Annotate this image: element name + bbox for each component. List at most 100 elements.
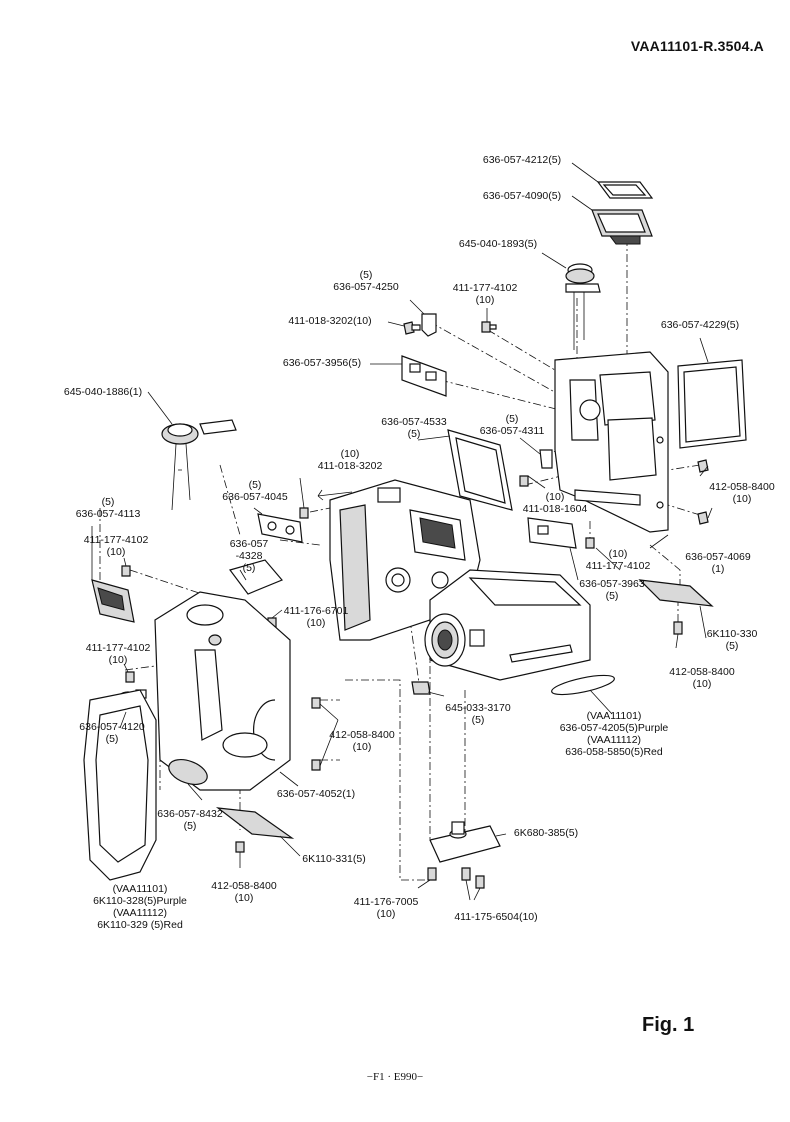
figure-label: Fig. 1 — [642, 1014, 695, 1036]
callout-411-177-4102-right: (10)411-177-4102 — [586, 548, 651, 572]
callout-6K110-330-line: (5) — [726, 640, 739, 652]
cover-636-057-4113 — [91, 579, 135, 623]
page-footer: −F1 · E990− — [366, 1071, 424, 1083]
callout-636-057-4533-line: (5) — [408, 428, 421, 440]
callout-636-057-4311-line: (5) — [506, 413, 519, 425]
callout-grip-cover-line: 6K110-329 (5)Red — [97, 919, 183, 931]
screw-411-018-3202-mid — [299, 507, 309, 519]
callout-636-057-4045-line: (5) — [249, 479, 262, 491]
callout-412-058-8400-mid: 412-058-8400(10) — [329, 729, 395, 753]
frame-636-057-4533 — [447, 429, 513, 511]
callout-411-176-7005-line: (10) — [377, 908, 396, 920]
grip-cover — [83, 689, 157, 881]
callout-411-018-3202-top-line: 411-018-3202(10) — [288, 315, 371, 327]
callout-636-057-3956-line: 636-057-3956(5) — [283, 357, 361, 369]
callout-412-058-8400-bottom-line: (10) — [235, 892, 254, 904]
callout-411-018-1604: (10)411-018-1604 — [523, 491, 588, 515]
callout-636-057-4229: 636-057-4229(5) — [661, 319, 739, 331]
callout-411-176-6701: 411-176-6701(10) — [284, 605, 349, 629]
callout-411-177-4102-top-line: (10) — [476, 294, 495, 306]
plate-636-057-4328 — [228, 559, 283, 595]
callout-636-057-4090-line: 636-057-4090(5) — [483, 190, 561, 202]
plate-636-057-4090 — [591, 209, 653, 245]
callout-411-177-4102-lower-line: (10) — [109, 654, 128, 666]
callout-636-057-4113-line: 636-057-4113 — [76, 508, 141, 520]
callout-636-057-3963-line: (5) — [606, 590, 619, 602]
callout-411-176-7005: 411-176-7005(10) — [354, 896, 419, 920]
callout-6K680-385: 6K680-385(5) — [514, 827, 578, 839]
callout-645-033-3170: 645-033-3170(5) — [445, 702, 511, 726]
callout-636-057-4045-line: 636-057-4045 — [222, 491, 288, 503]
plate-636-057-4045 — [257, 513, 303, 543]
callout-411-175-6504-line: 411-175-6504(10) — [454, 911, 537, 923]
callout-lens-cover-line: 636-058-5850(5)Red — [565, 746, 663, 758]
callout-6K680-385-line: 6K680-385(5) — [514, 827, 578, 839]
callout-636-057-4212: 636-057-4212(5) — [483, 154, 561, 166]
callout-411-177-4102-left-line: (10) — [107, 546, 126, 558]
callout-411-177-4102-lower: 411-177-4102(10) — [86, 642, 151, 666]
callout-412-058-8400-right: 412-058-8400(10) — [709, 481, 775, 505]
callout-636-057-3963-line: 636-057-3963 — [579, 578, 645, 590]
callout-636-057-4069-line: (1) — [712, 563, 725, 575]
callout-411-177-4102-left-line: 411-177-4102 — [84, 534, 149, 546]
rear-cover-636-057-4069 — [554, 351, 669, 533]
callout-636-057-8432-line: 636-057-8432 — [157, 808, 223, 820]
callout-412-058-8400-right-line: 412-058-8400 — [709, 481, 775, 493]
callout-636-057-4052: 636-057-4052(1) — [277, 788, 355, 800]
bracket-636-057-4250 — [421, 313, 437, 337]
screw-411-177-4102-lower — [125, 671, 135, 683]
screw-411-018-3202-top — [403, 321, 421, 335]
callout-411-175-6504: 411-175-6504(10) — [454, 911, 537, 923]
callout-6K110-331-line: 6K110-331(5) — [302, 853, 365, 865]
button-strip-636-057-3956 — [401, 355, 447, 397]
callout-412-058-8400-lowright-line: 412-058-8400 — [669, 666, 735, 678]
callout-411-177-4102-right-line: (10) — [609, 548, 628, 560]
callout-leaders — [91, 162, 713, 901]
callout-411-018-3202-mid: (10)411-018-3202 — [318, 448, 383, 472]
block-645-033-3170 — [411, 681, 431, 695]
callout-411-176-7005-line: 411-176-7005 — [354, 896, 419, 908]
callout-636-057-4120-line: (5) — [106, 733, 119, 745]
callout-412-058-8400-lowright: 412-058-8400(10) — [669, 666, 735, 690]
callout-636-057-4311-line: 636-057-4311 — [480, 425, 545, 437]
callout-645-033-3170-line: (5) — [472, 714, 485, 726]
callout-lens-cover-line: (VAA11112) — [587, 734, 641, 746]
document-id: VAA11101-R.3504.A — [630, 38, 764, 54]
callout-636-057-4212-line: 636-057-4212(5) — [483, 154, 561, 166]
callout-645-040-1886: 645-040-1886(1) — [64, 386, 142, 398]
callout-lens-cover-line: 636-057-4205(5)Purple — [560, 722, 669, 734]
callout-411-177-4102-left: 411-177-4102(10) — [84, 534, 149, 558]
screws-412-058-8400-right — [697, 459, 709, 525]
callout-412-058-8400-right-line: (10) — [733, 493, 752, 505]
callout-636-057-4052-line: 636-057-4052(1) — [277, 788, 355, 800]
lcd-plate-636-057-4229 — [677, 359, 747, 449]
callout-645-033-3170-line: 645-033-3170 — [445, 702, 511, 714]
callout-636-057-4113: (5)636-057-4113 — [76, 496, 141, 520]
plate-6K110-330 — [638, 579, 714, 607]
callout-636-057-4120-line: 636-057-4120 — [79, 721, 145, 733]
strip-636-057-3963 — [527, 517, 577, 549]
screw-411-177-4102-left — [121, 565, 131, 577]
screw-412-058-8400-bottom — [235, 841, 245, 853]
callout-grip-cover-line: 6K110-328(5)Purple — [93, 895, 187, 907]
callout-636-057-4069: 636-057-4069(1) — [685, 551, 751, 575]
callout-grip-cover-line: (VAA11101) — [113, 883, 168, 895]
front-body-636-057-4052 — [154, 591, 291, 791]
callout-636-057-4533: 636-057-4533(5) — [381, 416, 447, 440]
callout-636-057-4328-line: (5) — [243, 562, 256, 574]
callout-636-057-4250-line: (5) — [360, 269, 373, 281]
callout-411-177-4102-top: 411-177-4102(10) — [453, 282, 518, 306]
switch-645-040-1886 — [161, 419, 237, 511]
callout-636-057-4533-line: 636-057-4533 — [381, 416, 447, 428]
screw-411-177-4102-top — [481, 321, 497, 333]
screws-bottom — [427, 867, 485, 889]
callout-636-057-4311: (5)636-057-4311 — [480, 413, 545, 437]
callout-636-057-4090: 636-057-4090(5) — [483, 190, 561, 202]
screw-412-058-8400-lowright — [673, 621, 683, 635]
callout-636-057-4113-line: (5) — [102, 496, 115, 508]
callout-411-018-3202-mid-line: (10) — [341, 448, 360, 460]
callout-636-057-4229-line: 636-057-4229(5) — [661, 319, 739, 331]
callout-636-057-4045: (5)636-057-4045 — [222, 479, 288, 503]
callout-grip-cover-line: (VAA11112) — [113, 907, 167, 919]
